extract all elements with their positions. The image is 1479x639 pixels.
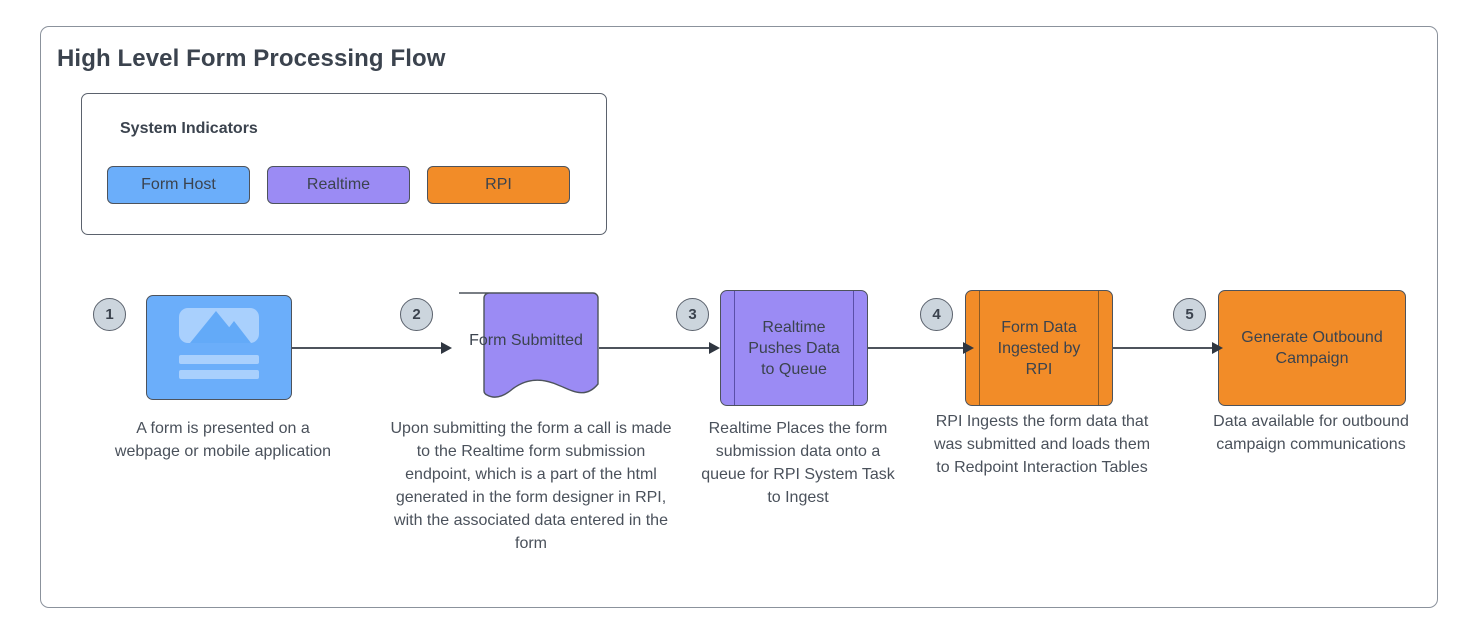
step-label-4: Form Data Ingested by RPI [997,318,1081,378]
legend-swatch-realtime[interactable]: Realtime [267,166,410,204]
step-shape-1-form-host[interactable] [146,295,292,400]
step-shape-5-generate-campaign[interactable]: Generate Outbound Campaign [1218,290,1406,406]
step-shape-4-rpi-ingest[interactable]: Form Data Ingested by RPI [965,290,1113,406]
legend-panel [81,93,607,235]
step-badge-3: 3 [676,298,709,331]
step-label-3: Realtime Pushes Data to Queue [748,318,840,378]
step-badge-1: 1 [93,298,126,331]
step-caption-1: A form is presented on a webpage or mobi… [114,420,332,460]
webpage-image-icon [147,296,291,399]
document-shape-icon [459,292,599,398]
step-label-5: Generate Outbound Campaign [1241,329,1383,367]
legend-swatch-list: Form Host Realtime RPI [107,166,570,204]
step-caption-3: Realtime Places the form submission data… [701,420,895,506]
mountain-small-icon [217,321,252,344]
image-placeholder-icon [178,308,260,344]
text-line-icon-2 [178,370,260,380]
step-badge-4: 4 [920,298,953,331]
step-label-2: Form Submitted [469,332,583,349]
step-shape-3-realtime-queue[interactable]: Realtime Pushes Data to Queue [720,290,868,406]
legend-swatch-rpi[interactable]: RPI [427,166,570,204]
step-badge-2: 2 [400,298,433,331]
step-caption-4: RPI Ingests the form data that was submi… [933,413,1151,476]
step-caption-2: Upon submitting the form a call is made … [390,420,672,552]
legend-title: System Indicators [120,120,258,137]
step-caption-5: Data available for outbound campaign com… [1213,413,1409,453]
connector-4-to-5 [1113,342,1223,354]
connector-3-to-4 [868,342,974,354]
step-badge-5: 5 [1173,298,1206,331]
step-shape-2-form-submitted[interactable]: Form Submitted [453,292,599,405]
text-line-icon-1 [178,354,260,364]
page-title: High Level Form Processing Flow [57,45,446,72]
connector-2-to-3 [599,342,721,354]
connector-1-to-2 [292,342,452,354]
legend-swatch-form-host[interactable]: Form Host [107,166,250,204]
